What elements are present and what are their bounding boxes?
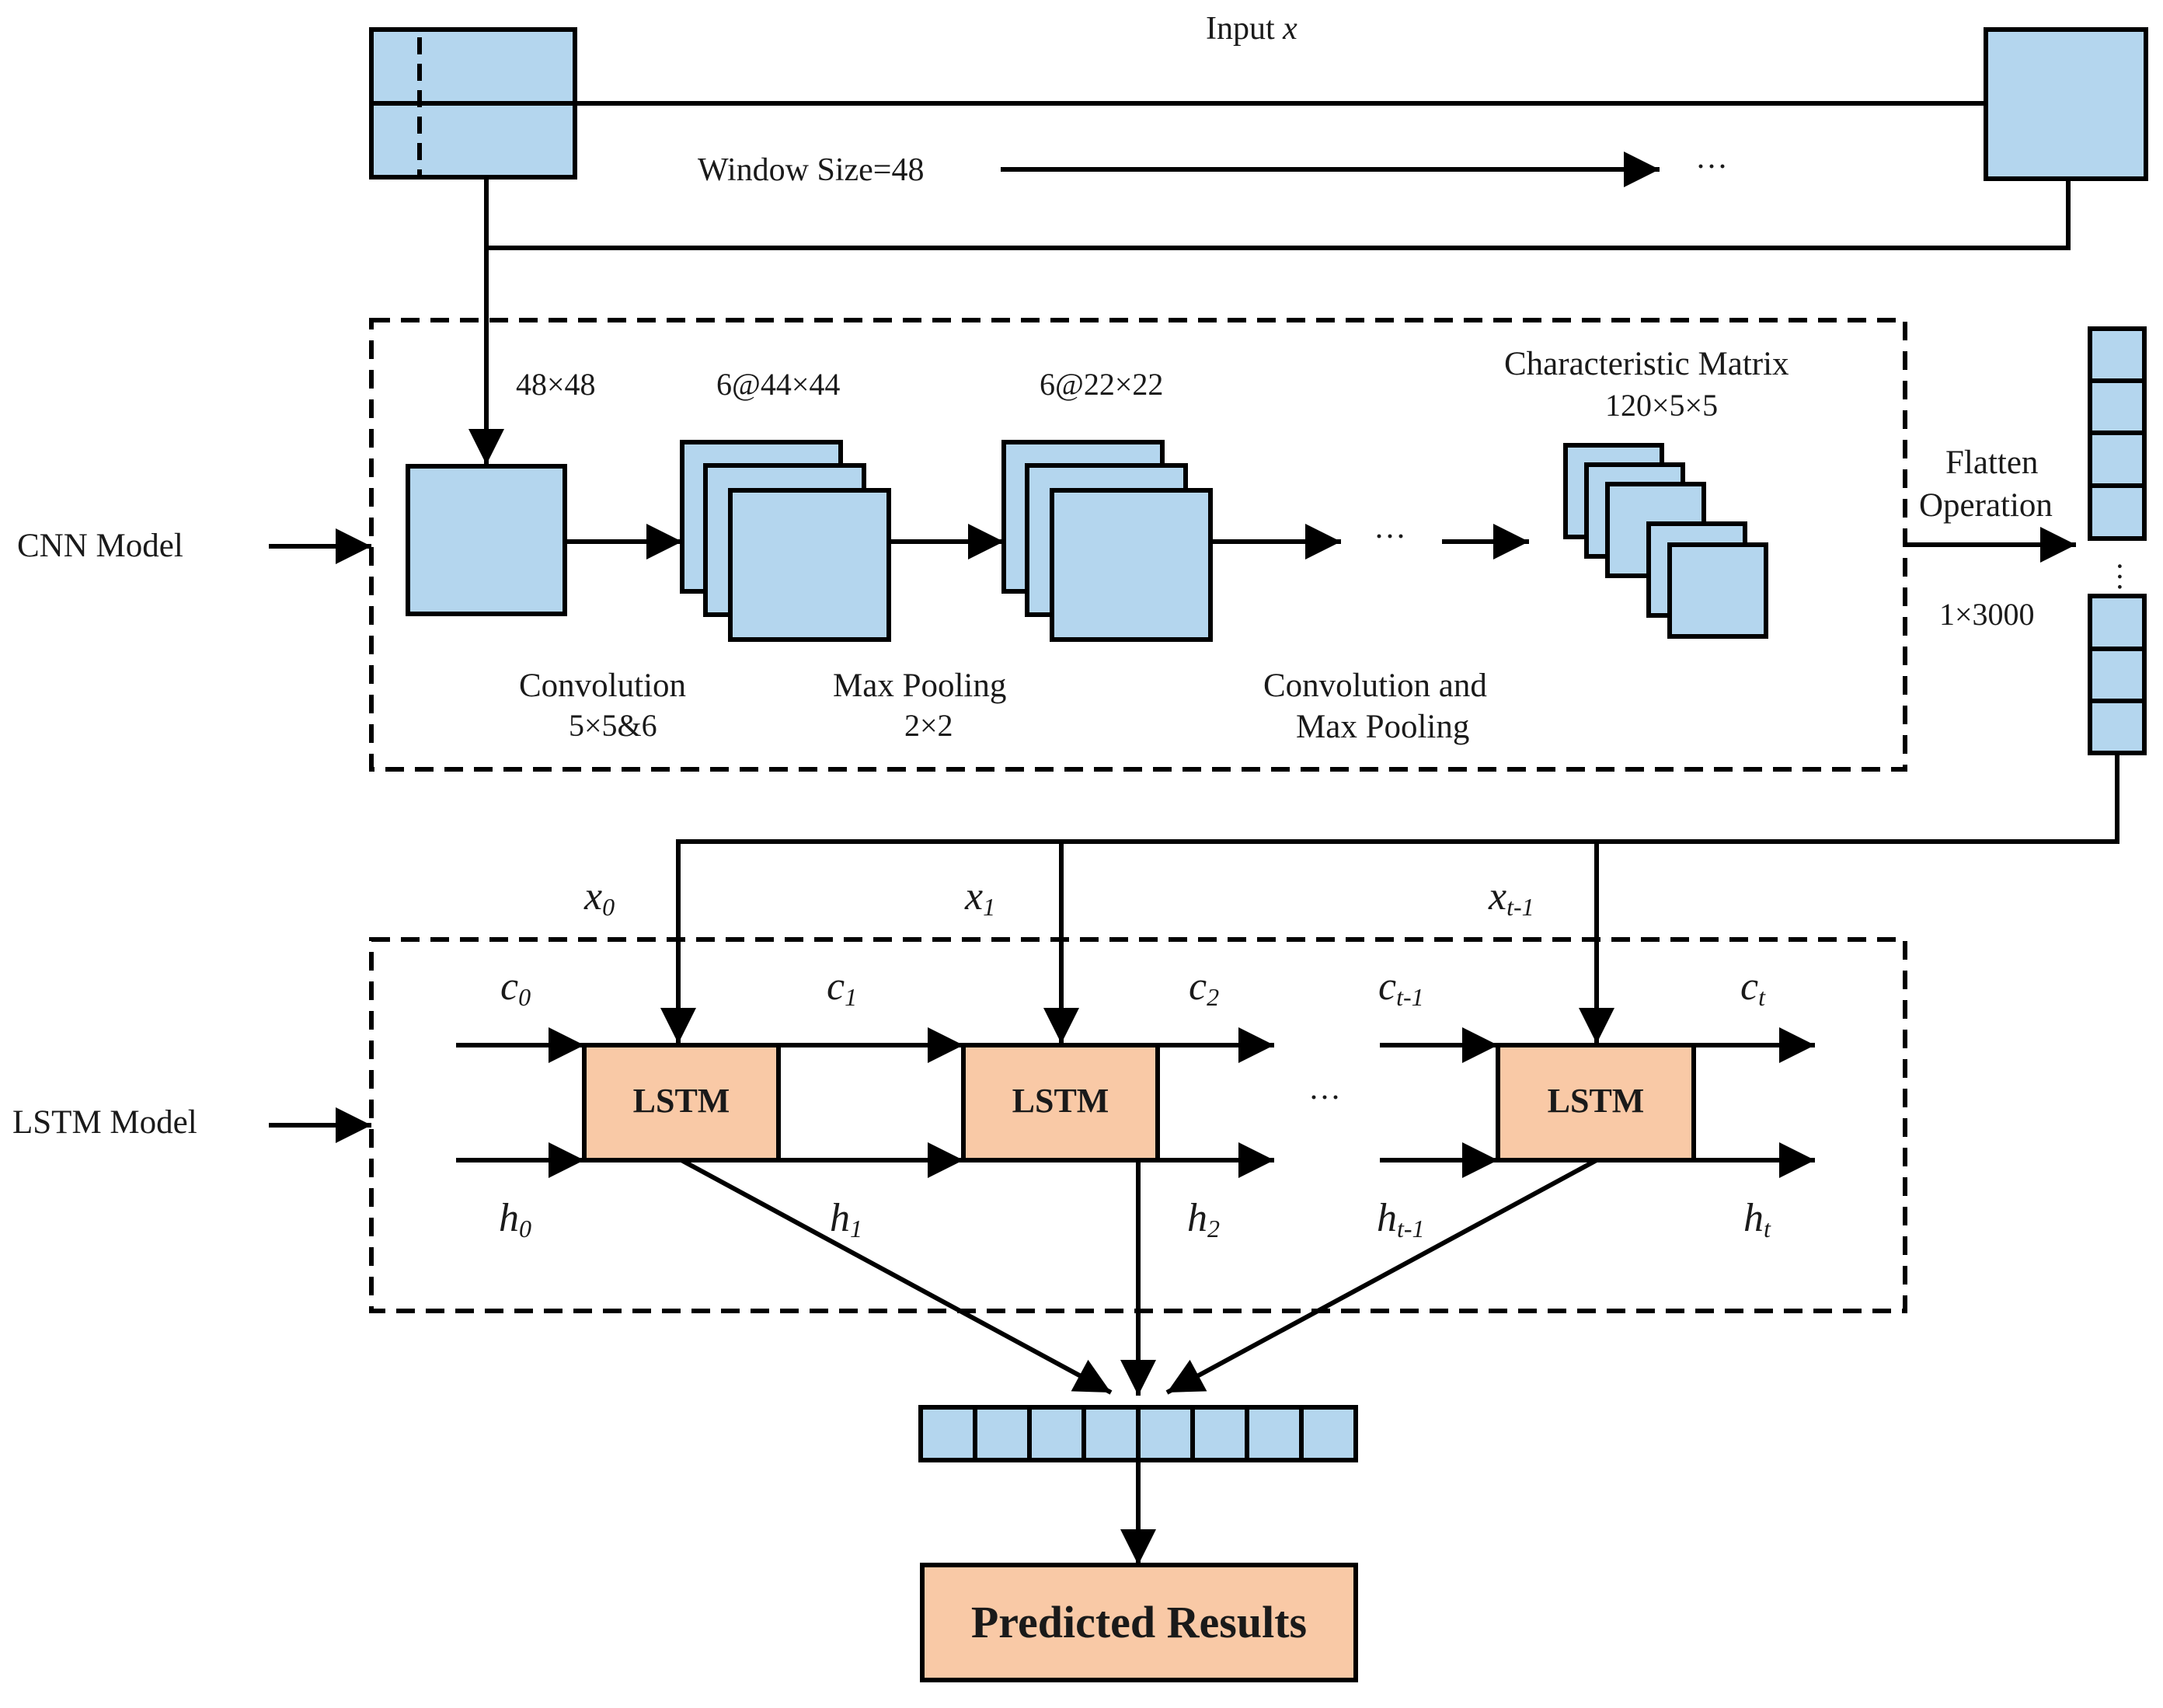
input-label: Input x xyxy=(1206,11,1297,47)
window-size-label: Window Size=48 xyxy=(698,152,924,188)
flatten-label-2: Operation xyxy=(1919,487,2053,524)
char-matrix-5 xyxy=(1667,542,1768,639)
cnn-dim-pool: 6@22×22 xyxy=(1040,367,1163,402)
lstm-cell-2-label: LSTM xyxy=(1012,1082,1109,1120)
feature-map-1c xyxy=(728,488,891,642)
char-matrix-label: Characteristic Matrix xyxy=(1504,346,1789,382)
input-window-dashed xyxy=(417,27,577,180)
conv-pool-label-1: Convolution and xyxy=(1263,668,1487,704)
conv-label: Convolution xyxy=(519,668,686,704)
char-matrix-dims: 120×5×5 xyxy=(1605,388,1718,423)
lstm-cell-2 xyxy=(961,1043,1160,1162)
h2-label: h2 xyxy=(1187,1196,1220,1243)
ct-1-label: ct-1 xyxy=(1378,964,1424,1011)
lstm-cell-1-label: LSTM xyxy=(633,1082,730,1120)
c2-label: c2 xyxy=(1189,964,1219,1011)
flatten-label-1: Flatten xyxy=(1945,444,2038,481)
output-vector xyxy=(918,1405,1358,1462)
h1-label: h1 xyxy=(830,1196,862,1243)
x1-label: x1 xyxy=(964,874,995,921)
lstm1-to-output xyxy=(680,1158,1113,1395)
cnn-model-label: CNN Model xyxy=(17,528,183,564)
lstm-cell-1 xyxy=(582,1043,781,1162)
lstm-cell-3 xyxy=(1496,1043,1696,1162)
pool-label: Max Pooling xyxy=(833,668,1006,704)
x0-label: x0 xyxy=(583,874,615,921)
cnn-dim-conv: 6@44×44 xyxy=(716,367,840,402)
h0-label: h0 xyxy=(499,1196,531,1243)
predicted-results-label: Predicted Results xyxy=(971,1597,1307,1647)
flattened-vector xyxy=(2088,326,2147,755)
predicted-results-box xyxy=(920,1563,1358,1682)
input-ellipsis: ··· xyxy=(1695,149,1728,185)
input-end-block xyxy=(1984,27,2148,181)
ht-label: ht xyxy=(1743,1196,1771,1243)
feature-map-2c xyxy=(1050,488,1213,642)
cnn-input-square xyxy=(406,464,567,616)
flatten-dims: 1×3000 xyxy=(1939,597,2035,632)
xt-label: xt-1 xyxy=(1488,874,1534,921)
vector-ellipsis: ··· xyxy=(2102,561,2137,592)
lstm-cell-3-label: LSTM xyxy=(1548,1082,1645,1120)
cnn-dim-input: 48×48 xyxy=(516,367,596,402)
pool-params: 2×2 xyxy=(904,708,953,743)
ht-1-label: ht-1 xyxy=(1377,1196,1425,1243)
lstm-ellipsis: ··· xyxy=(1308,1080,1341,1116)
c0-label: c0 xyxy=(500,964,531,1011)
c1-label: c1 xyxy=(827,964,857,1011)
cnn-ellipsis: ··· xyxy=(1374,519,1406,555)
conv-params: 5×5&6 xyxy=(569,708,657,743)
lstm-model-label: LSTM Model xyxy=(12,1104,197,1141)
conv-pool-label-2: Max Pooling xyxy=(1296,709,1469,745)
lstm3-to-output xyxy=(1165,1158,1598,1395)
ct-label: ct xyxy=(1740,964,1766,1011)
